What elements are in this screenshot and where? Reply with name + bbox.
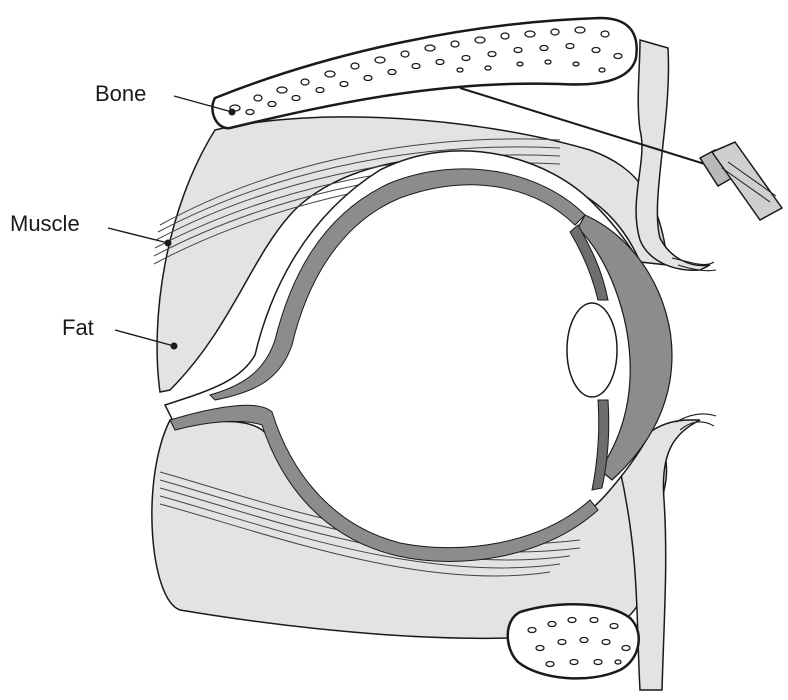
superior-bone — [212, 18, 636, 128]
fat-leader-dot — [171, 343, 178, 350]
syringe-hub — [700, 142, 782, 220]
inferior-bone — [508, 604, 639, 678]
muscle-leader-line — [108, 228, 168, 243]
lens — [567, 303, 617, 397]
muscle-leader-dot — [165, 240, 172, 247]
eyelashes — [672, 258, 716, 430]
label-bone: Bone — [95, 83, 146, 105]
label-muscle: Muscle — [10, 213, 80, 235]
label-fat: Fat — [62, 317, 94, 339]
bone-leader-dot — [229, 109, 236, 116]
